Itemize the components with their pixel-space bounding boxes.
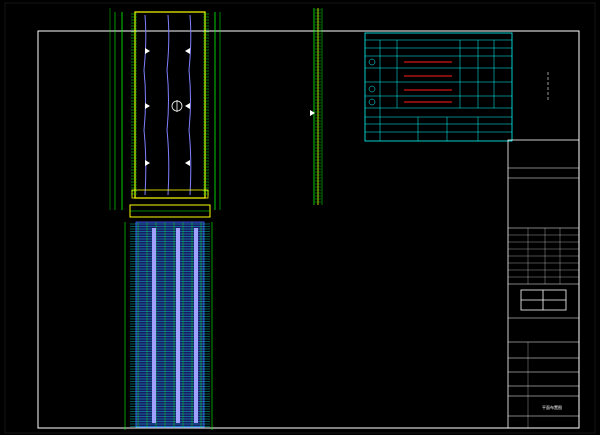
section-marker-icon [185, 48, 190, 54]
lower-elevation-view [124, 221, 213, 430]
title-block: 平面布置图 [507, 139, 580, 429]
north-arrow-icon [171, 100, 183, 112]
drawing-frame [4, 2, 596, 434]
lane-line [188, 14, 192, 196]
legend-table [364, 32, 513, 142]
upper-edge-ticks-left [131, 13, 137, 195]
section-marker-icon [145, 103, 150, 109]
upper-plan-view [109, 8, 221, 218]
vertical-section-strip [310, 8, 323, 205]
section-marker-icon [185, 103, 190, 109]
section-marker-icon [310, 110, 315, 116]
section-marker-icon [145, 160, 150, 166]
section-marker-icon [145, 48, 150, 54]
drawing-title: 平面布置图 [542, 404, 562, 410]
upper-edge-ticks [203, 13, 209, 195]
section-marker-icon [185, 160, 190, 166]
lane-line [166, 14, 170, 196]
strip-ticks [315, 9, 321, 203]
